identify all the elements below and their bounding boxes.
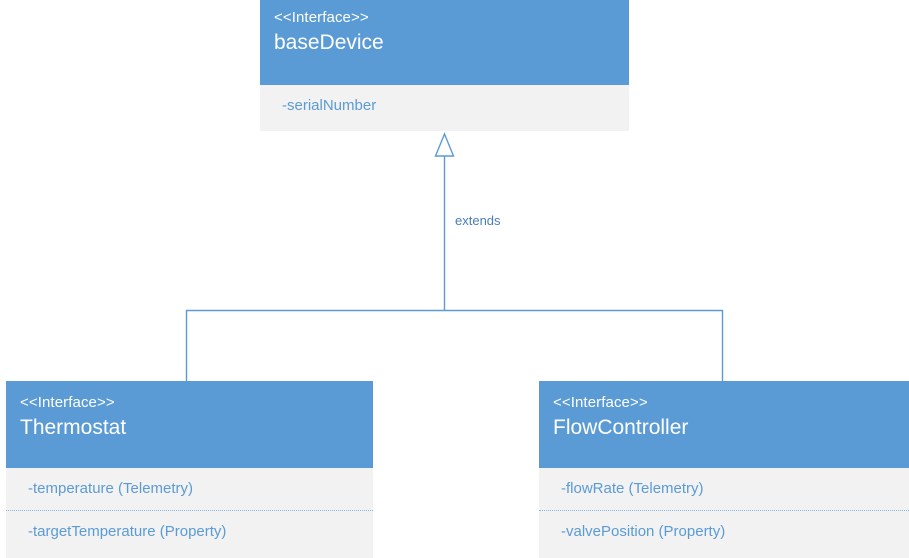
uml-class-thermostat[interactable]: <<Interface>> Thermostat -temperature (T…: [6, 381, 373, 558]
uml-class-body-flowcontroller: -flowRate (Telemetry) -valvePosition (Pr…: [539, 468, 909, 553]
stereotype-label: <<Interface>>: [20, 394, 115, 411]
generalization-arrowhead-icon: [434, 132, 455, 157]
attribute-row: -temperature (Telemetry): [28, 480, 194, 497]
attribute-row: -flowRate (Telemetry): [561, 480, 704, 497]
attribute-row: -valvePosition (Property): [539, 510, 909, 553]
relationship-label-extends: extends: [455, 213, 501, 228]
attribute-row: -targetTemperature (Property): [6, 510, 373, 553]
uml-class-basedevice[interactable]: <<Interface>> baseDevice -serialNumber: [260, 0, 629, 131]
uml-class-header-basedevice: <<Interface>> baseDevice: [260, 0, 629, 85]
stereotype-label: <<Interface>>: [274, 9, 369, 26]
class-name-label: Thermostat: [20, 416, 127, 439]
class-name-label: baseDevice: [274, 31, 384, 54]
uml-class-flowcontroller[interactable]: <<Interface>> FlowController -flowRate (…: [539, 381, 909, 558]
uml-class-body-thermostat: -temperature (Telemetry) -targetTemperat…: [6, 468, 373, 553]
uml-class-header-flowcontroller: <<Interface>> FlowController: [539, 381, 909, 468]
uml-class-header-thermostat: <<Interface>> Thermostat: [6, 381, 373, 468]
class-name-label: FlowController: [553, 416, 689, 439]
uml-class-body-basedevice: -serialNumber: [260, 85, 629, 127]
stereotype-label: <<Interface>>: [553, 394, 648, 411]
attribute-row: -serialNumber: [282, 97, 377, 114]
